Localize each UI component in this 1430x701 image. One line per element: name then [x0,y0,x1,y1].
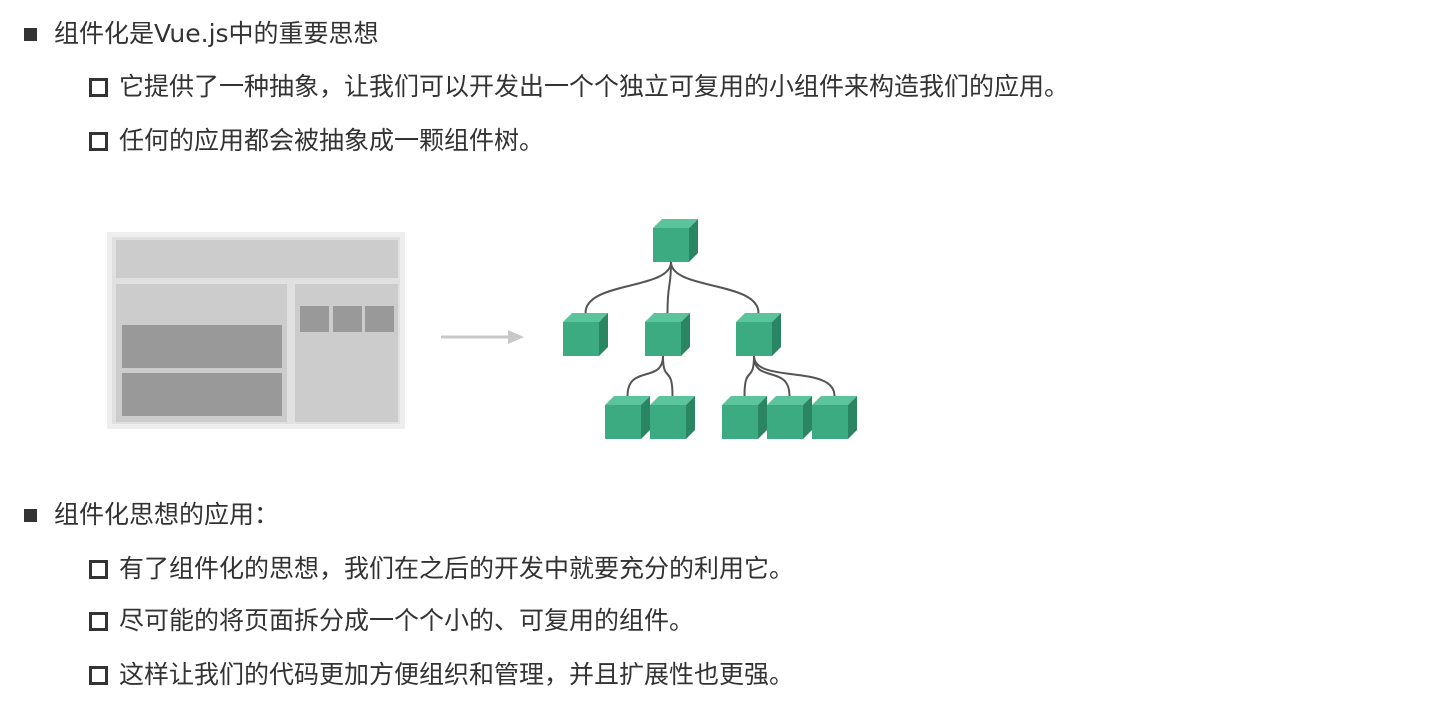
section2-item-row: 尽可能的将页面拆分成一个个小的、可复用的组件。 [89,606,694,636]
hollow-square-bullet-icon [89,77,108,97]
page-wireframe [107,232,405,429]
tree-connector-line [670,261,760,314]
tree-connector-line [626,355,664,397]
tree-node-cube [736,313,781,356]
section2-item: 这样让我们的代码更加方便组织和管理，并且扩展性也更强。 [119,660,795,689]
section1-item-row: 任何的应用都会被抽象成一颗组件树。 [89,126,544,156]
tree-root-cube [653,219,698,262]
tree-nodes [563,219,857,439]
section2-item-row: 这样让我们的代码更加方便组织和管理，并且扩展性也更强。 [89,660,794,690]
wireframe-tile [333,306,362,332]
tree-connector-line [753,355,791,397]
filled-square-bullet-icon [24,508,37,522]
filled-square-bullet-icon [24,27,37,41]
tree-node-cube [722,396,767,439]
hollow-square-bullet-icon [89,559,108,579]
section1-item-row: 它提供了一种抽象，让我们可以开发出一个个独立可复用的小组件来构造我们的应用。 [89,72,1069,102]
hollow-square-bullet-icon [89,131,108,151]
tree-node-cube [812,396,857,439]
section1-heading: 组件化是Vue.js中的重要思想 [54,19,379,48]
wireframe-block [122,325,282,368]
tree-node-cube [767,396,812,439]
tree-connectors [584,261,836,397]
tree-node-cube [645,313,690,356]
section2-item: 尽可能的将页面拆分成一个个小的、可复用的组件。 [119,606,695,635]
section1-item: 它提供了一种抽象，让我们可以开发出一个个独立可复用的小组件来构造我们的应用。 [119,72,1070,101]
tree-node-cube [650,396,695,439]
tree-node-cube [605,396,650,439]
section2-heading: 组件化思想的应用： [54,500,280,529]
tree-connector-line [666,261,672,314]
wireframe-block [122,373,282,416]
hollow-square-bullet-icon [89,611,108,631]
section2-item-row: 有了组件化的思想，我们在之后的开发中就要充分的利用它。 [89,554,794,584]
wireframe-header [116,240,398,278]
section1-item: 任何的应用都会被抽象成一颗组件树。 [119,126,545,155]
tree-connector-line [753,355,836,397]
section2-heading-row: 组件化思想的应用： [24,500,279,530]
section1-heading-row: 组件化是Vue.js中的重要思想 [24,19,379,49]
tree-connector-line [662,355,674,397]
hollow-square-bullet-icon [89,665,108,685]
tree-connector-line [584,261,672,314]
wireframe-tile [300,306,329,332]
tree-node-cube [563,313,608,356]
wireframe-sidebar [295,284,398,422]
section2-item: 有了组件化的思想，我们在之后的开发中就要充分的利用它。 [119,554,795,583]
right-arrow-icon [441,330,524,344]
tree-connector-line [743,355,755,397]
wireframe-tile [365,306,394,332]
